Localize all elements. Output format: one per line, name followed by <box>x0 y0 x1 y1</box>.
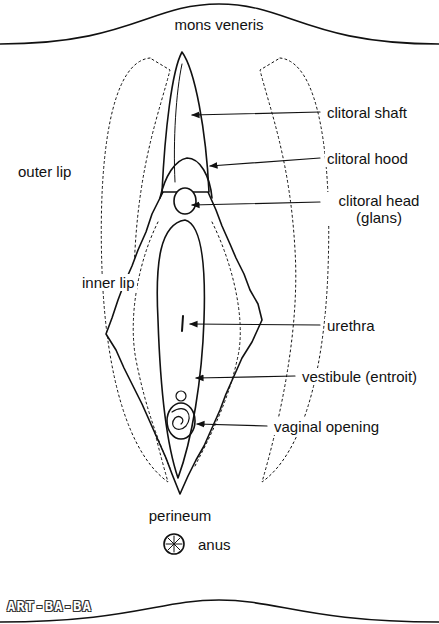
inner-lips <box>106 192 262 494</box>
part-label: mons veneris <box>172 16 265 33</box>
part-label: inner lip <box>80 274 137 291</box>
vestibule <box>157 220 204 478</box>
part-label: clitoral shaft <box>325 104 409 121</box>
part-label: vaginal opening <box>272 418 381 435</box>
watermark: ART-BA-BA <box>5 598 94 615</box>
part-label: perineum <box>147 507 214 524</box>
part-label: clitoral hood <box>325 150 410 167</box>
vaginal-opening <box>167 403 195 439</box>
leader-line <box>210 158 320 166</box>
part-label: anus <box>196 536 233 553</box>
part-label: outer lip <box>16 163 73 180</box>
urethra-opening <box>182 316 183 331</box>
part-label: clitoral head (glans) <box>325 192 433 226</box>
vestibule-mark <box>176 391 186 401</box>
leader-line <box>196 376 295 378</box>
part-label: urethra <box>325 317 377 334</box>
leader-line <box>192 202 320 205</box>
body-contour-top <box>0 4 439 44</box>
anus-symbol <box>164 534 184 554</box>
leader-line <box>197 424 267 426</box>
leader-line <box>190 324 320 325</box>
leader-line <box>192 112 320 115</box>
vaginal-opening-fold <box>172 409 189 430</box>
anus-folds <box>166 536 182 552</box>
part-label: vestibule (entroit) <box>300 368 419 385</box>
clitoral-shaft <box>162 52 209 192</box>
clitoral-glans <box>174 188 196 214</box>
